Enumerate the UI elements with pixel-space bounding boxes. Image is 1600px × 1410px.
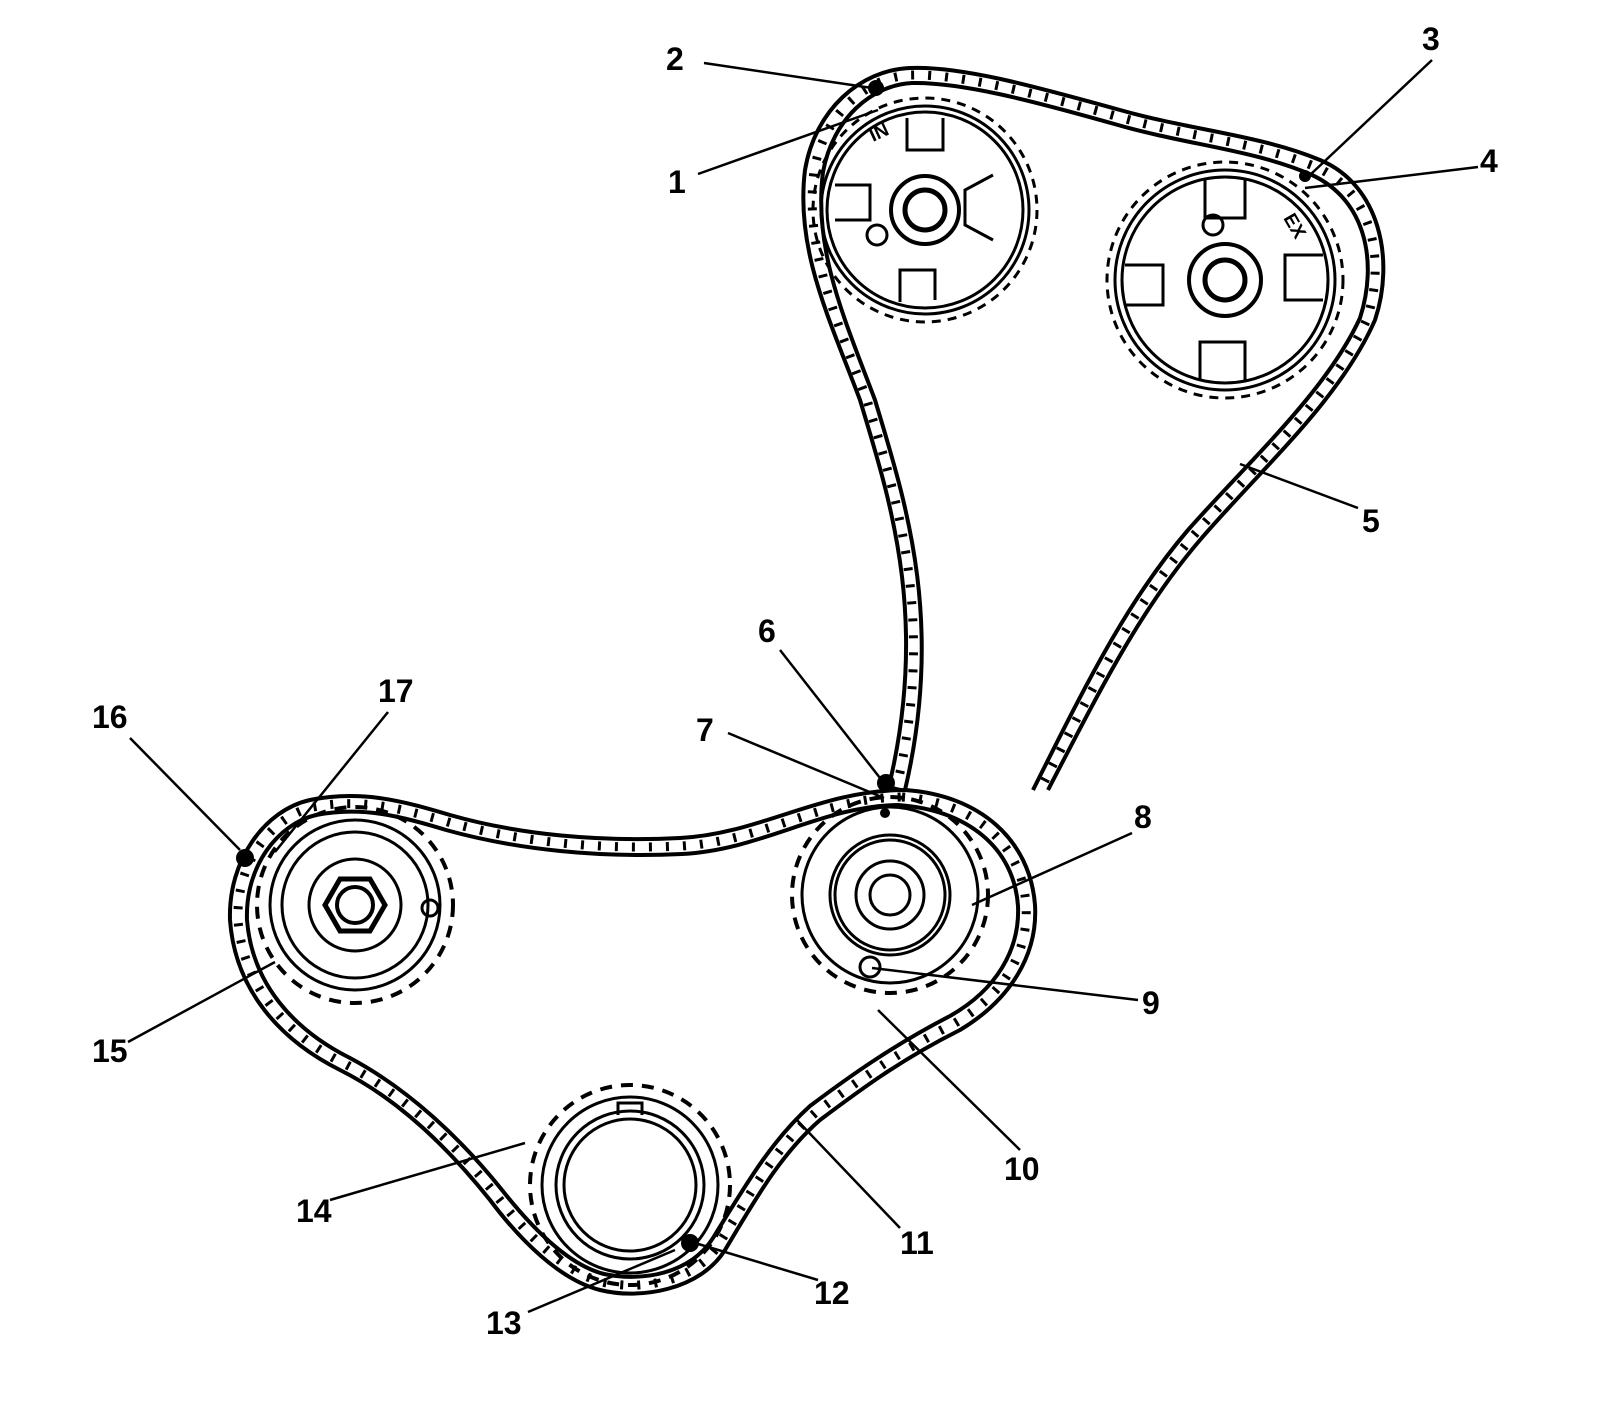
callout-8: 8 bbox=[1134, 799, 1152, 835]
lower-chain bbox=[227, 787, 1038, 1296]
callout-10: 10 bbox=[1004, 1151, 1040, 1187]
upper-chain bbox=[801, 65, 1386, 793]
timing-link-mark-2 bbox=[868, 80, 884, 96]
intake-camshaft-sprocket: IN bbox=[811, 96, 1039, 324]
timing-link-mark-6 bbox=[877, 774, 895, 792]
callout-labels: 1 2 3 4 5 6 7 8 9 10 11 12 13 14 15 16 1… bbox=[92, 21, 1498, 1341]
callout-5: 5 bbox=[1362, 503, 1380, 539]
timing-link-mark-16 bbox=[236, 849, 254, 867]
crankshaft-sprocket bbox=[528, 1083, 732, 1287]
left-sprocket bbox=[255, 805, 455, 1005]
timing-link-mark-12 bbox=[681, 1234, 699, 1252]
callout-1: 1 bbox=[668, 164, 686, 200]
callout-16: 16 bbox=[92, 699, 128, 735]
callout-9: 9 bbox=[1142, 985, 1160, 1021]
callout-12: 12 bbox=[814, 1275, 850, 1311]
timing-marks bbox=[236, 80, 1311, 1252]
exhaust-camshaft-sprocket: EX bbox=[1105, 160, 1345, 400]
callout-2: 2 bbox=[666, 41, 684, 77]
timing-link-mark-3 bbox=[1299, 170, 1311, 182]
callout-13: 13 bbox=[486, 1305, 522, 1341]
callout-17: 17 bbox=[378, 673, 414, 709]
callout-11: 11 bbox=[900, 1225, 934, 1261]
callout-14: 14 bbox=[296, 1193, 332, 1229]
callout-7: 7 bbox=[696, 712, 714, 748]
leader-lines bbox=[127, 59, 1479, 1314]
callout-4: 4 bbox=[1480, 143, 1498, 179]
callout-15: 15 bbox=[92, 1033, 128, 1069]
balance-shaft-sprocket bbox=[790, 795, 990, 995]
callout-6: 6 bbox=[758, 613, 776, 649]
intake-mark-label: IN bbox=[866, 119, 892, 146]
callout-3: 3 bbox=[1422, 21, 1440, 57]
